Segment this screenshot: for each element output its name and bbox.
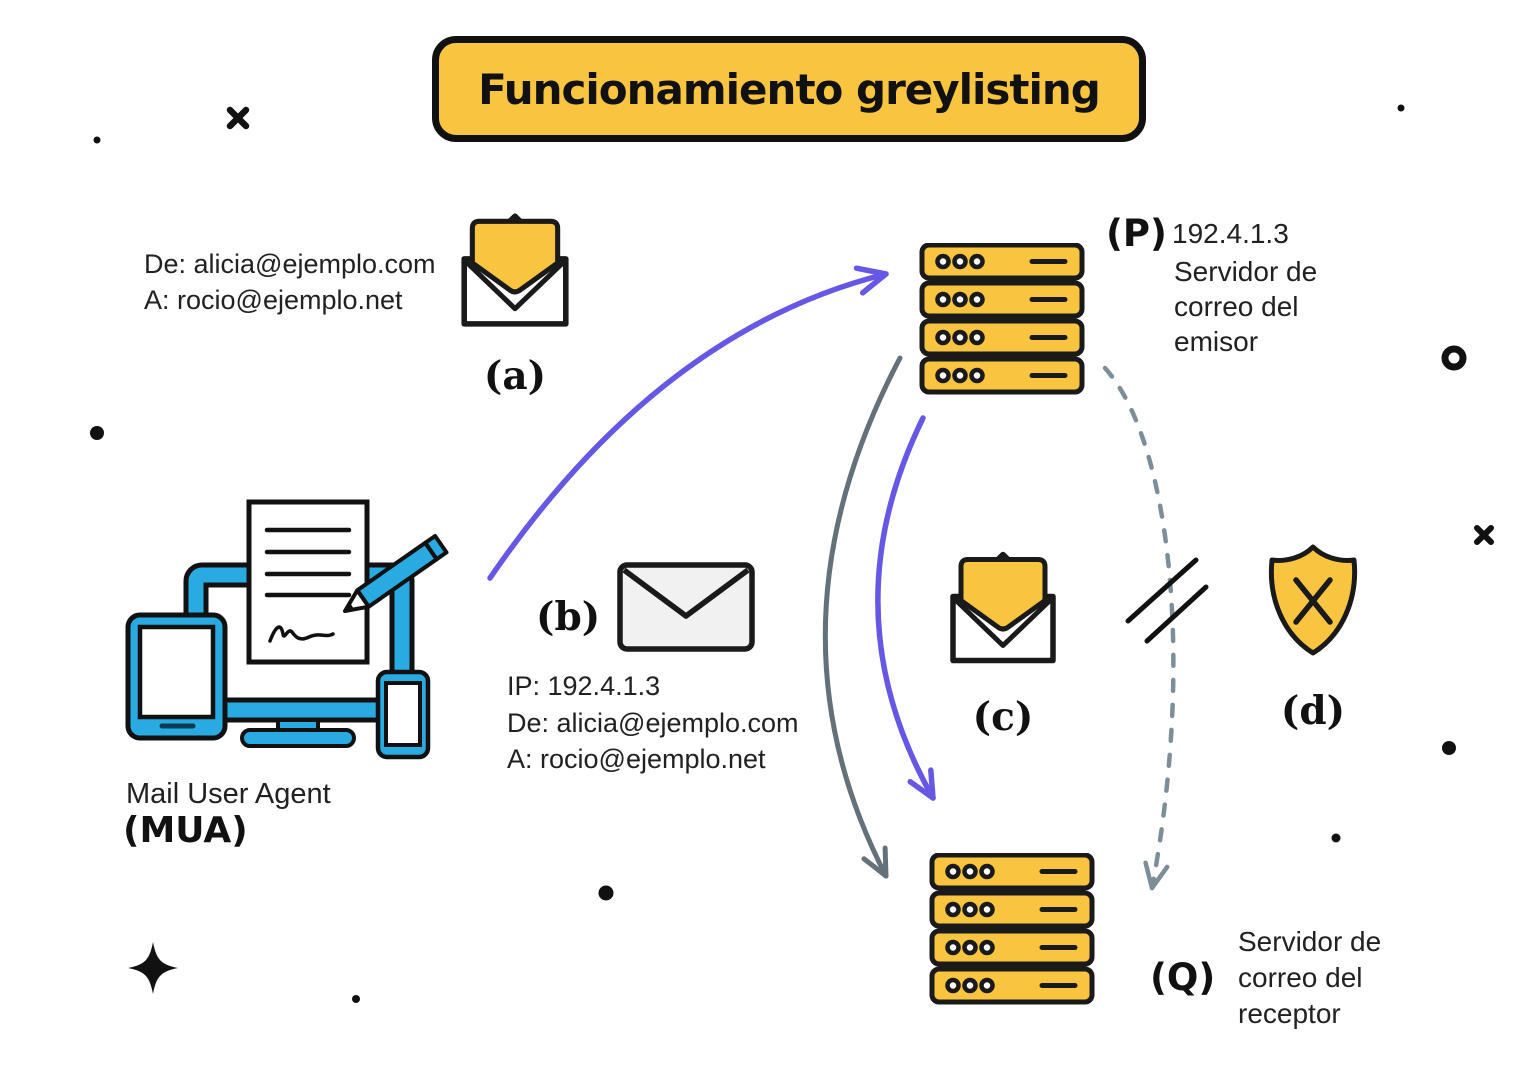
decor-sparkle-icon xyxy=(128,942,178,994)
arrow-p-to-q-gray xyxy=(822,355,903,879)
shield-x-icon xyxy=(1268,544,1358,656)
decor-x-icon xyxy=(1474,525,1494,545)
label-p: (P) xyxy=(1106,212,1167,255)
mua-name: Mail User Agent xyxy=(126,778,331,810)
closed-envelope-icon xyxy=(617,562,755,652)
message-a-text: De: alicia@ejemplo.com A: rocio@ejemplo.… xyxy=(144,246,436,318)
decor-ring-icon xyxy=(1441,345,1467,371)
server-p-ip: 192.4.1.3 xyxy=(1172,218,1289,249)
message-b-from: De: alicia@ejemplo.com xyxy=(507,707,799,738)
decor-x-icon xyxy=(226,106,250,130)
message-b-ip: IP: 192.4.1.3 xyxy=(507,671,661,701)
server-stack-icon xyxy=(929,853,1095,1005)
label-d: (d) xyxy=(1280,688,1346,734)
label-c: (c) xyxy=(972,694,1034,740)
decorations xyxy=(90,104,1494,1003)
message-b-to: A: rocio@ejemplo.net xyxy=(507,744,766,774)
arrow-p-to-q-purple xyxy=(875,415,936,801)
decor-dot xyxy=(93,136,101,144)
arrow-mua-to-p xyxy=(487,265,889,581)
label-q: (Q) xyxy=(1150,956,1216,999)
decor-dot xyxy=(90,426,104,440)
decor-dot xyxy=(598,885,614,901)
mua-abbr: (MUA) xyxy=(123,810,248,851)
server-p-description: Servidor de correo del emisor xyxy=(1174,256,1318,357)
page-title: Funcionamiento greylisting xyxy=(478,64,1101,114)
message-a-to: A: rocio@ejemplo.net xyxy=(144,285,403,315)
decor-dot xyxy=(352,995,360,1003)
open-envelope-icon xyxy=(950,551,1056,664)
computer-devices-icon xyxy=(125,499,449,760)
server-q-description: Servidor de correo del receptor xyxy=(1238,926,1382,1029)
decor-dot xyxy=(1442,741,1456,755)
decor-dot xyxy=(1397,104,1405,112)
decor-dot xyxy=(1331,833,1341,843)
title-banner: Funcionamiento greylisting xyxy=(432,36,1146,142)
server-stack-icon xyxy=(919,243,1085,395)
label-a: (a) xyxy=(483,353,547,399)
blocked-slashes-icon xyxy=(1125,557,1209,644)
arrow-p-to-q-dashed xyxy=(1102,365,1176,891)
label-b: (b) xyxy=(536,594,601,640)
open-envelope-icon xyxy=(461,213,569,327)
message-b-text: IP: 192.4.1.3 De: alicia@ejemplo.com A: … xyxy=(507,668,799,778)
message-a-from: De: alicia@ejemplo.com xyxy=(144,249,436,279)
